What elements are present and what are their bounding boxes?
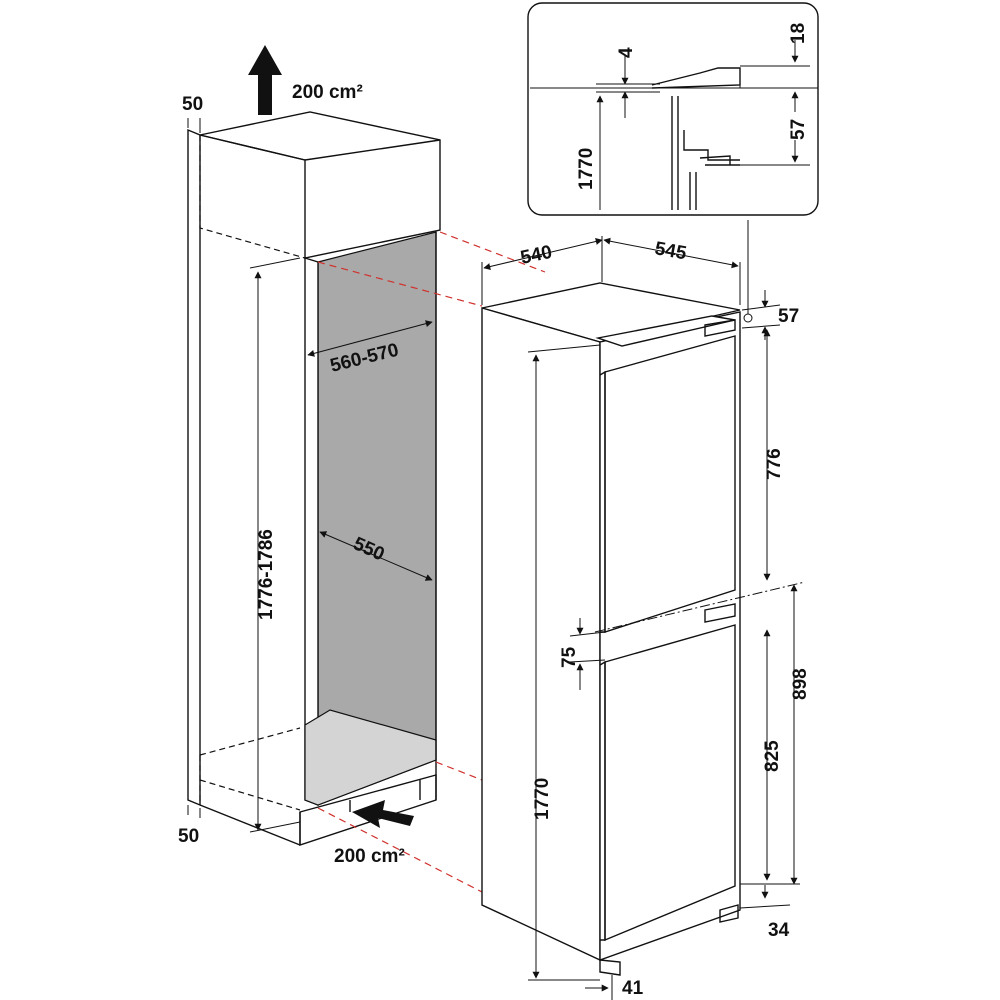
- gap-top-label: 50: [182, 94, 203, 115]
- appliance-depth-label: 545: [653, 238, 688, 264]
- cabinet-top-box: [199, 111, 441, 259]
- cabinet-niche: [187, 111, 441, 846]
- detail-top-label: 18: [788, 23, 809, 44]
- appliance-height-label: 1770: [532, 778, 553, 820]
- lower-door-total-label: 898: [790, 668, 811, 700]
- foot-offset-label: 41: [622, 978, 644, 999]
- detail-offset-label: 57: [788, 119, 809, 140]
- door-gap-label: 75: [559, 646, 580, 668]
- bottom-vent-label: 200 cm²: [334, 846, 405, 867]
- lower-door: [604, 624, 736, 942]
- detail-gap-label: 4: [616, 47, 637, 58]
- lower-door-label: 825: [762, 740, 783, 772]
- top-vent-arrow-icon: [248, 45, 282, 115]
- niche-height-label: 1776-1786: [256, 529, 277, 620]
- top-vent-label: 200 cm²: [292, 82, 363, 103]
- upper-door-label: 776: [764, 448, 785, 480]
- detail-inset: [527, 2, 819, 216]
- detail-height-label: 1770: [576, 148, 597, 190]
- bottom-vent-arrow-icon: [352, 800, 414, 828]
- gap-bottom-label: 50: [178, 826, 199, 847]
- bottom-offset-label: 34: [768, 920, 790, 941]
- appliance-width-label: 540: [519, 242, 554, 269]
- upper-door: [604, 335, 736, 633]
- top-offset-label: 57: [778, 306, 799, 327]
- appliance: [481, 282, 741, 976]
